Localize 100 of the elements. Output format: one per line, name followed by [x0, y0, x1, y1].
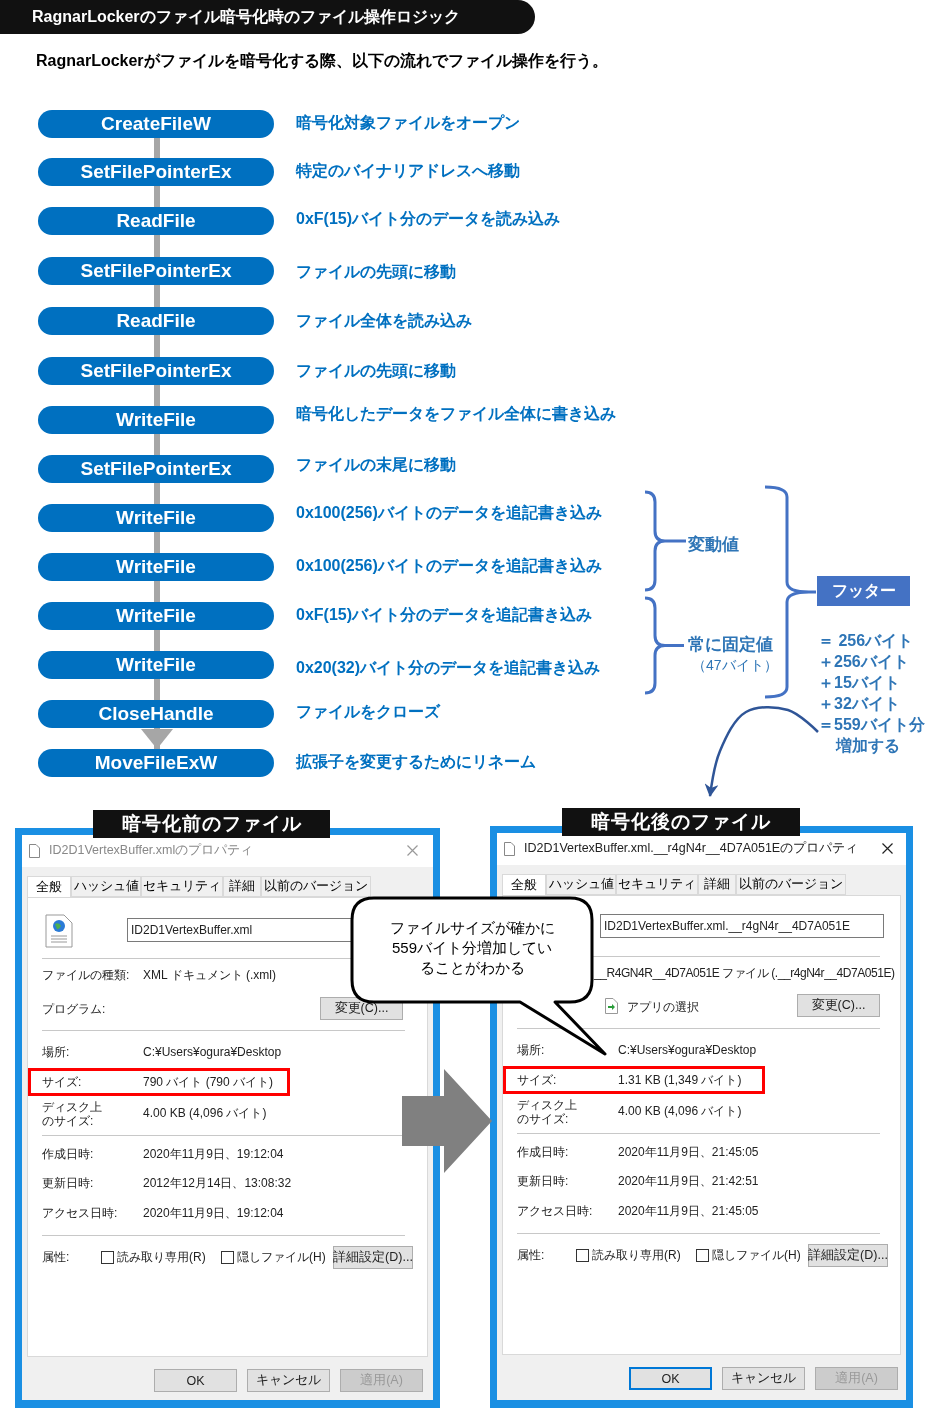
tab: 全般 — [27, 876, 71, 897]
window-title: ID2D1VertexBuffer.xml.__r4gN4r__4D7A051Eのプロパティ — [524, 840, 859, 857]
function-name: SetFilePointerEx — [80, 360, 232, 382]
function-name: CreateFileW — [101, 113, 211, 135]
process-pill — [38, 257, 274, 285]
step-description: 0x20(32)バイト分のデータを追記書き込み — [296, 658, 601, 678]
process-pill — [38, 553, 274, 581]
function-name: SetFilePointerEx — [80, 161, 232, 183]
field-label: ディスク上のサイズ: — [42, 1100, 103, 1128]
field-value: 4.00 KB (4,096 バイト) — [618, 1104, 742, 1119]
text-field: ID2D1VertexBuffer.xml.__r4gN4r__4D7A051E — [600, 914, 884, 938]
tab: 以前のバージョン — [736, 874, 846, 895]
process-pill — [38, 602, 274, 630]
field-value: C:¥Users¥ogura¥Desktop — [618, 1043, 757, 1058]
tab: セキュリティ — [141, 876, 223, 897]
field-value: 4.00 KB (4,096 バイト) — [143, 1106, 267, 1121]
field-value: 1.31 KB (1,349 バイト) — [618, 1073, 742, 1088]
connector-line — [154, 483, 160, 504]
calculation-line: ＋32バイト — [818, 694, 901, 714]
connector-line — [154, 434, 160, 455]
function-name: ReadFile — [116, 310, 196, 332]
field-label: 作成日時: — [517, 1145, 569, 1160]
field-label: サイズ: — [42, 1075, 82, 1090]
connector-line — [154, 235, 160, 257]
checkbox: 隠しファイル(H) — [221, 1250, 326, 1265]
text-field: ID2D1VertexBuffer.xml — [127, 918, 352, 942]
checkbox: 隠しファイル(H) — [696, 1248, 801, 1263]
group-label-text: 常に固定値 — [687, 634, 774, 656]
tab: セキュリティ — [616, 874, 698, 895]
function-name: ReadFile — [116, 210, 196, 232]
field-label: ディスク上のサイズ: — [517, 1098, 578, 1126]
block-arrow — [402, 1069, 492, 1173]
field-value: XML ドキュメント (.xml) — [143, 968, 276, 983]
field-value: アプリの選択 — [627, 1000, 699, 1015]
connector-line — [154, 285, 160, 307]
footer-label: フッター — [831, 580, 896, 601]
process-pill — [38, 357, 274, 385]
function-name: CloseHandle — [98, 703, 214, 725]
step-description: 0x100(256)バイトのデータを追記書き込み — [296, 556, 602, 576]
step-description: ファイル全体を読み込み — [296, 311, 472, 331]
tab: ハッシュ値 — [546, 874, 616, 895]
button: OK — [629, 1367, 712, 1390]
calculation-line: ＋256バイト — [818, 652, 910, 672]
tab: 全般 — [502, 874, 546, 895]
button: 変更(C)... — [797, 994, 880, 1017]
process-pill — [38, 700, 274, 728]
calculation-line: 増加する — [834, 736, 901, 756]
step-description: ファイルをクローズ — [296, 702, 440, 722]
step-description: ファイルの先頭に移動 — [296, 361, 456, 381]
field-value: 2020年11月9日、21:45:05 — [618, 1204, 759, 1219]
section-heading: 暗号化前のファイル — [93, 810, 330, 838]
field-value: __R4GN4R__4D7A051E ファイル (.__r4gN4r__4D7A051E) — [594, 966, 895, 981]
button: キャンセル — [722, 1367, 805, 1390]
function-name: WriteFile — [116, 507, 196, 529]
function-name: WriteFile — [116, 654, 196, 676]
callout-text: ファイルサイズが確かに559バイト分増加していることがわかる — [388, 918, 556, 978]
step-description: 暗号化したデータをファイル全体に書き込み — [296, 404, 616, 424]
checkbox: 読み取り専用(R) — [101, 1250, 206, 1265]
connector-line — [154, 186, 160, 207]
process-pill — [38, 749, 274, 777]
field-label: ファイルの種類: — [42, 968, 130, 983]
field-value: 2020年11月9日、21:42:51 — [618, 1174, 759, 1189]
connector-line — [154, 581, 160, 602]
step-description: ファイルの末尾に移動 — [296, 455, 456, 475]
connector-line — [154, 532, 160, 553]
tab: 詳細 — [698, 874, 736, 895]
process-pill — [38, 455, 274, 483]
section-heading: 暗号化後のファイル — [562, 808, 800, 836]
field-label: アクセス日時: — [517, 1204, 593, 1219]
step-description: 拡張子を変更するためにリネーム — [296, 752, 536, 772]
field-value: 2020年11月9日、21:45:05 — [618, 1145, 759, 1160]
note-text: （47バイト） — [691, 656, 779, 674]
field-label: 属性: — [517, 1248, 545, 1263]
checkbox: 読み取り専用(R) — [576, 1248, 681, 1263]
process-pill — [38, 207, 274, 235]
field-label: プログラム: — [42, 1002, 106, 1017]
step-description: 暗号化対象ファイルをオープン — [296, 113, 520, 133]
step-description: 0xF(15)バイト分のデータを読み込み — [296, 209, 561, 229]
step-description: 特定のバイナリアドレスへ移動 — [296, 161, 520, 181]
connector-line — [154, 138, 160, 158]
process-pill — [38, 504, 274, 532]
footer-box — [817, 576, 910, 606]
group-label-text: 変動値 — [688, 535, 739, 554]
connector-line — [154, 385, 160, 406]
field-label: アクセス日時: — [42, 1206, 118, 1221]
button: 詳細設定(D)... — [808, 1244, 888, 1267]
process-pill — [38, 406, 274, 434]
highlight-box — [28, 1068, 290, 1096]
function-name: WriteFile — [116, 605, 196, 627]
arrow — [704, 706, 819, 797]
field-label: 作成日時: — [42, 1147, 94, 1162]
function-name: MoveFileExW — [94, 752, 218, 774]
connector-line — [154, 335, 160, 357]
calculation-line: ＝ 256バイト — [818, 631, 915, 651]
process-pill — [38, 307, 274, 335]
connector-line — [154, 630, 160, 651]
process-pill — [38, 110, 274, 138]
field-label: 属性: — [42, 1250, 70, 1265]
connector-line — [154, 679, 160, 700]
function-name: WriteFile — [116, 556, 196, 578]
